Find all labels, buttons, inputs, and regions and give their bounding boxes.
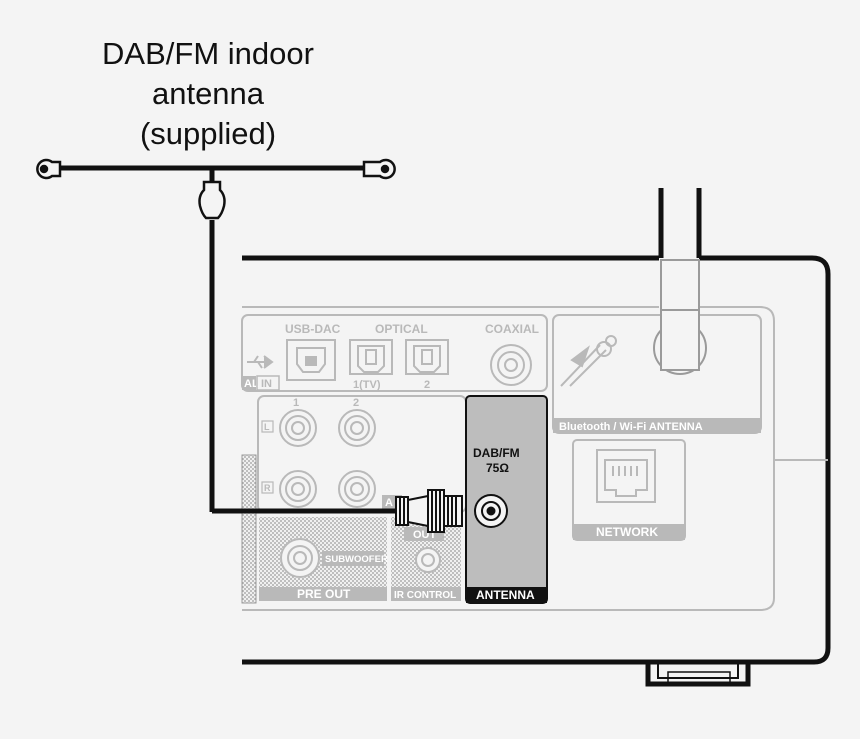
dab-fm-label: DAB/FM xyxy=(473,446,520,460)
coaxial-label: COAXIAL xyxy=(485,322,539,336)
coaxial-port xyxy=(490,344,532,386)
bt-wifi-frame xyxy=(552,314,762,434)
analog-2-label: 2 xyxy=(353,397,359,409)
f-connector-plug xyxy=(395,489,463,533)
bt-wifi-label: Bluetooth / Wi-Fi ANTENNA xyxy=(559,421,703,433)
ir-control-label: IR CONTROL xyxy=(394,590,456,601)
antenna-label: ANTENNA xyxy=(476,588,535,602)
optical-label: OPTICAL xyxy=(375,322,428,336)
left-partial-block xyxy=(241,454,257,604)
network-port xyxy=(596,449,656,503)
subwoofer-label: SUBWOOFER xyxy=(325,554,388,565)
usb-icon xyxy=(247,355,274,369)
ring-terminal-right xyxy=(362,158,396,180)
optical-1-label: 1(TV) xyxy=(353,379,381,391)
analog-jack-2-left xyxy=(338,409,376,447)
title-line-2: antenna xyxy=(151,76,265,111)
impedance-label: 75Ω xyxy=(486,461,509,475)
title-line-1: DAB/FM indoor xyxy=(102,36,314,71)
ir-control-jack xyxy=(415,547,441,573)
subwoofer-jack xyxy=(280,538,320,578)
analog-label: A xyxy=(385,497,393,509)
antenna-terminal-panel xyxy=(465,395,548,604)
dab-fm-antenna-jack xyxy=(474,494,508,528)
antenna-title: DAB/FM indoor antenna (supplied) xyxy=(48,34,368,154)
usb-dac-port xyxy=(286,339,336,381)
right-channel-label: R xyxy=(264,483,271,493)
optical-2-label: 2 xyxy=(424,379,430,391)
analog-jack-2-right xyxy=(338,470,376,508)
optical-port-1 xyxy=(349,339,393,375)
digital-input-frame xyxy=(241,314,548,392)
title-line-3: (supplied) xyxy=(139,116,277,151)
analog-jack-1-left xyxy=(279,409,317,447)
receiver-foot xyxy=(645,662,751,687)
analog-jack-1-right xyxy=(279,470,317,508)
pre-out-label: PRE OUT xyxy=(297,587,351,601)
svg-text:AL: AL xyxy=(244,378,259,390)
digital-in-label: IN xyxy=(261,378,272,390)
wifi-antenna-rod xyxy=(658,188,702,371)
cable-junction xyxy=(198,180,226,220)
indoor-antenna-cable xyxy=(52,165,400,514)
optical-port-2 xyxy=(405,339,449,375)
network-label: NETWORK xyxy=(596,525,658,539)
ring-terminal-left xyxy=(36,158,62,180)
usb-dac-label: USB-DAC xyxy=(285,322,341,336)
left-channel-label: L xyxy=(264,422,270,432)
analog-1-label: 1 xyxy=(293,397,299,409)
screw-in-arrow-icon xyxy=(560,335,617,387)
